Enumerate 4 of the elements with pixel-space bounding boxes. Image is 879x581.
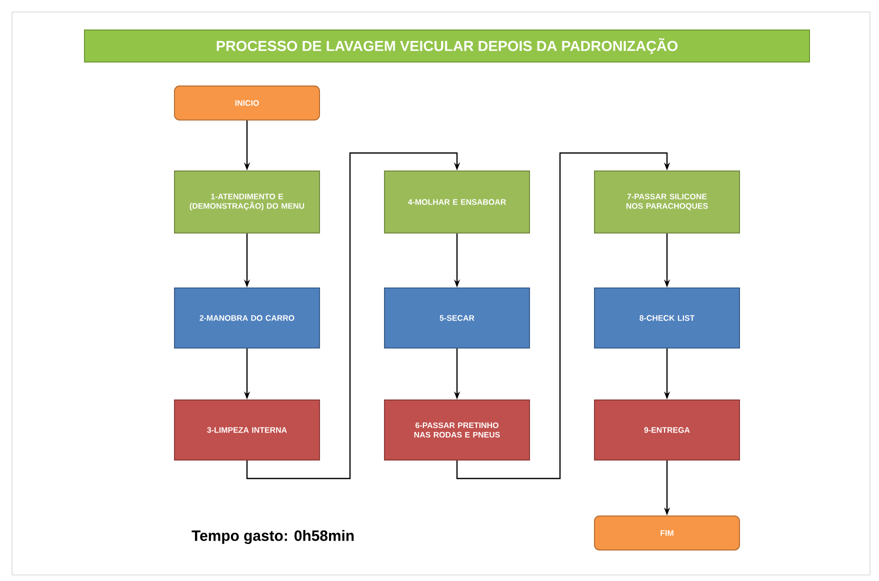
- title-banner: PROCESSO DE LAVAGEM VEICULAR DEPOIS DA PADRONIZAÇÃO: [84, 30, 810, 62]
- note: Tempo gasto: 0h58min: [192, 530, 354, 544]
- arrow: [456, 152, 670, 480]
- arrow: [246, 152, 460, 480]
